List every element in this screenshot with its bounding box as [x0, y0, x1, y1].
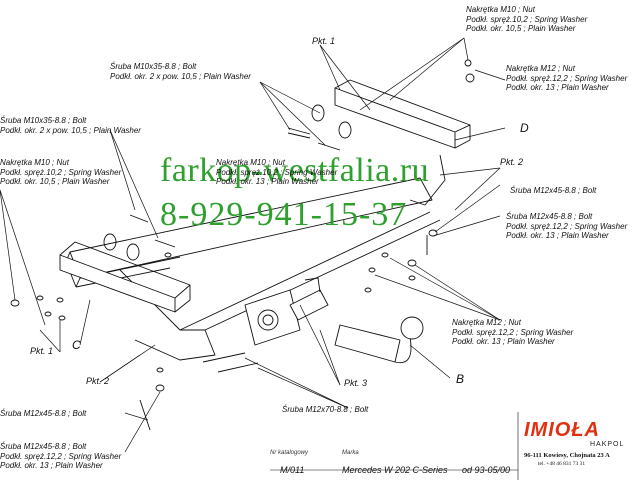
label-bolt-bottom-mid: Śruba M12x70-8.8 ; Bolt	[282, 405, 369, 414]
left-bracket	[59, 241, 191, 313]
tow-ball	[334, 316, 424, 364]
letter-d: D	[520, 121, 529, 135]
label-pkt1-top: Pkt. 1	[312, 36, 336, 46]
watermark-phone: 8-929-941-15-37	[160, 196, 408, 233]
company-logo: IMIOŁA	[524, 419, 600, 441]
washers	[103, 59, 475, 392]
company-subtitle: HAKPOL	[590, 441, 625, 448]
letter-b: B	[456, 372, 465, 386]
model-years: od 93-05/00	[462, 465, 511, 475]
company-phone: tel. +48 46 831 73 31	[538, 461, 586, 467]
label-bolt-bottom-left: Śruba M12x45-8.8 ; Bolt	[0, 409, 87, 418]
label-pkt2-left: Pkt. 2	[86, 376, 110, 386]
catalog-header: Nr katalogowy	[270, 450, 309, 456]
label-bolt-right1: Śruba M12x45-8.8 ; Bolt	[510, 186, 597, 195]
leader-lines	[0, 37, 506, 453]
label-pkt3: Pkt. 3	[344, 378, 368, 388]
bolts	[129, 127, 428, 431]
letter-c: C	[72, 338, 81, 352]
label-pkt1-left: Pkt. 1	[30, 346, 54, 356]
center-bracket	[289, 277, 329, 321]
watermark-site: farkop-westfalia.ru	[160, 152, 430, 189]
socket-plate	[244, 289, 301, 346]
company-address: 96-111 Kowiesy, Chojnata 23 A	[524, 452, 610, 459]
car-model: Mercedes W 202 C-Series	[342, 465, 448, 475]
label-pkt2-right: Pkt. 2	[500, 157, 524, 167]
brand-header: Marka	[342, 450, 359, 456]
footer-frame	[270, 412, 519, 480]
catalog-number: M/011	[280, 465, 305, 475]
